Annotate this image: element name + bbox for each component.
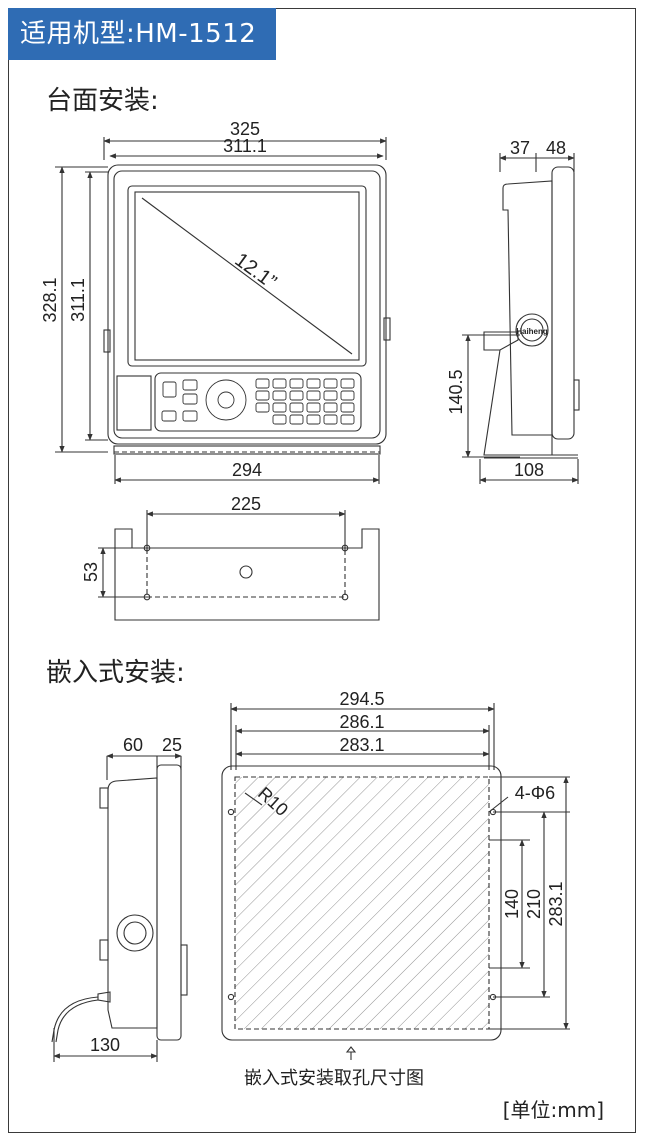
side-body bbox=[483, 166, 580, 459]
dim-flush-side-total: 130 bbox=[90, 1035, 120, 1055]
side-view: Haiheng bbox=[462, 153, 580, 484]
dim-front-width-outer: 325 bbox=[230, 119, 260, 139]
dim-side-mount-height: 140.5 bbox=[446, 369, 466, 414]
brand-logo: Haiheng bbox=[516, 327, 548, 336]
dim-cutout-h3: 283.1 bbox=[546, 881, 566, 926]
dim-flush-side-b: 25 bbox=[162, 735, 182, 755]
dim-side-base-depth: 108 bbox=[514, 460, 544, 480]
section-desk-mount-title: 台面安装: bbox=[46, 86, 159, 116]
section-flush-mount-title: 嵌入式安装: bbox=[46, 658, 185, 688]
side-dimension-lines bbox=[462, 153, 579, 484]
keypad bbox=[161, 378, 355, 425]
dim-cutout-h2: 210 bbox=[524, 889, 544, 919]
dim-front-width-inner: 311.1 bbox=[223, 136, 267, 156]
dim-front-height-inner: 311.1 bbox=[68, 278, 88, 322]
dim-cutout-h1: 140 bbox=[502, 889, 522, 919]
dim-base-width: 294 bbox=[232, 460, 262, 480]
cutout-caption: 嵌入式安装取孔尺寸图 bbox=[244, 1068, 424, 1089]
dim-front-height-outer: 328.1 bbox=[40, 277, 60, 322]
front-view bbox=[55, 137, 391, 484]
dim-side-depth-b: 48 bbox=[546, 138, 566, 158]
dim-screen-diagonal: 12.1” bbox=[231, 249, 281, 294]
front-body bbox=[103, 164, 391, 455]
model-title: 适用机型:HM-1512 bbox=[8, 8, 276, 60]
bracket-view bbox=[98, 510, 380, 621]
flush-side-view bbox=[51, 753, 188, 1062]
dim-cutout-holes: 4-Φ6 bbox=[515, 783, 555, 803]
dim-cutout-w3: 283.1 bbox=[339, 735, 384, 755]
dim-side-depth-a: 37 bbox=[510, 138, 530, 158]
dim-flush-side-a: 60 bbox=[123, 735, 143, 755]
dim-bracket-hole-height: 53 bbox=[81, 562, 101, 582]
dim-cutout-w2: 286.1 bbox=[339, 712, 384, 732]
dim-bracket-hole-spacing: 225 bbox=[231, 494, 261, 514]
unit-note: [单位:mm] bbox=[502, 1098, 604, 1122]
cutout-view bbox=[221, 703, 570, 1060]
dim-cutout-w1: 294.5 bbox=[339, 689, 384, 709]
front-dimension-lines bbox=[55, 137, 387, 484]
